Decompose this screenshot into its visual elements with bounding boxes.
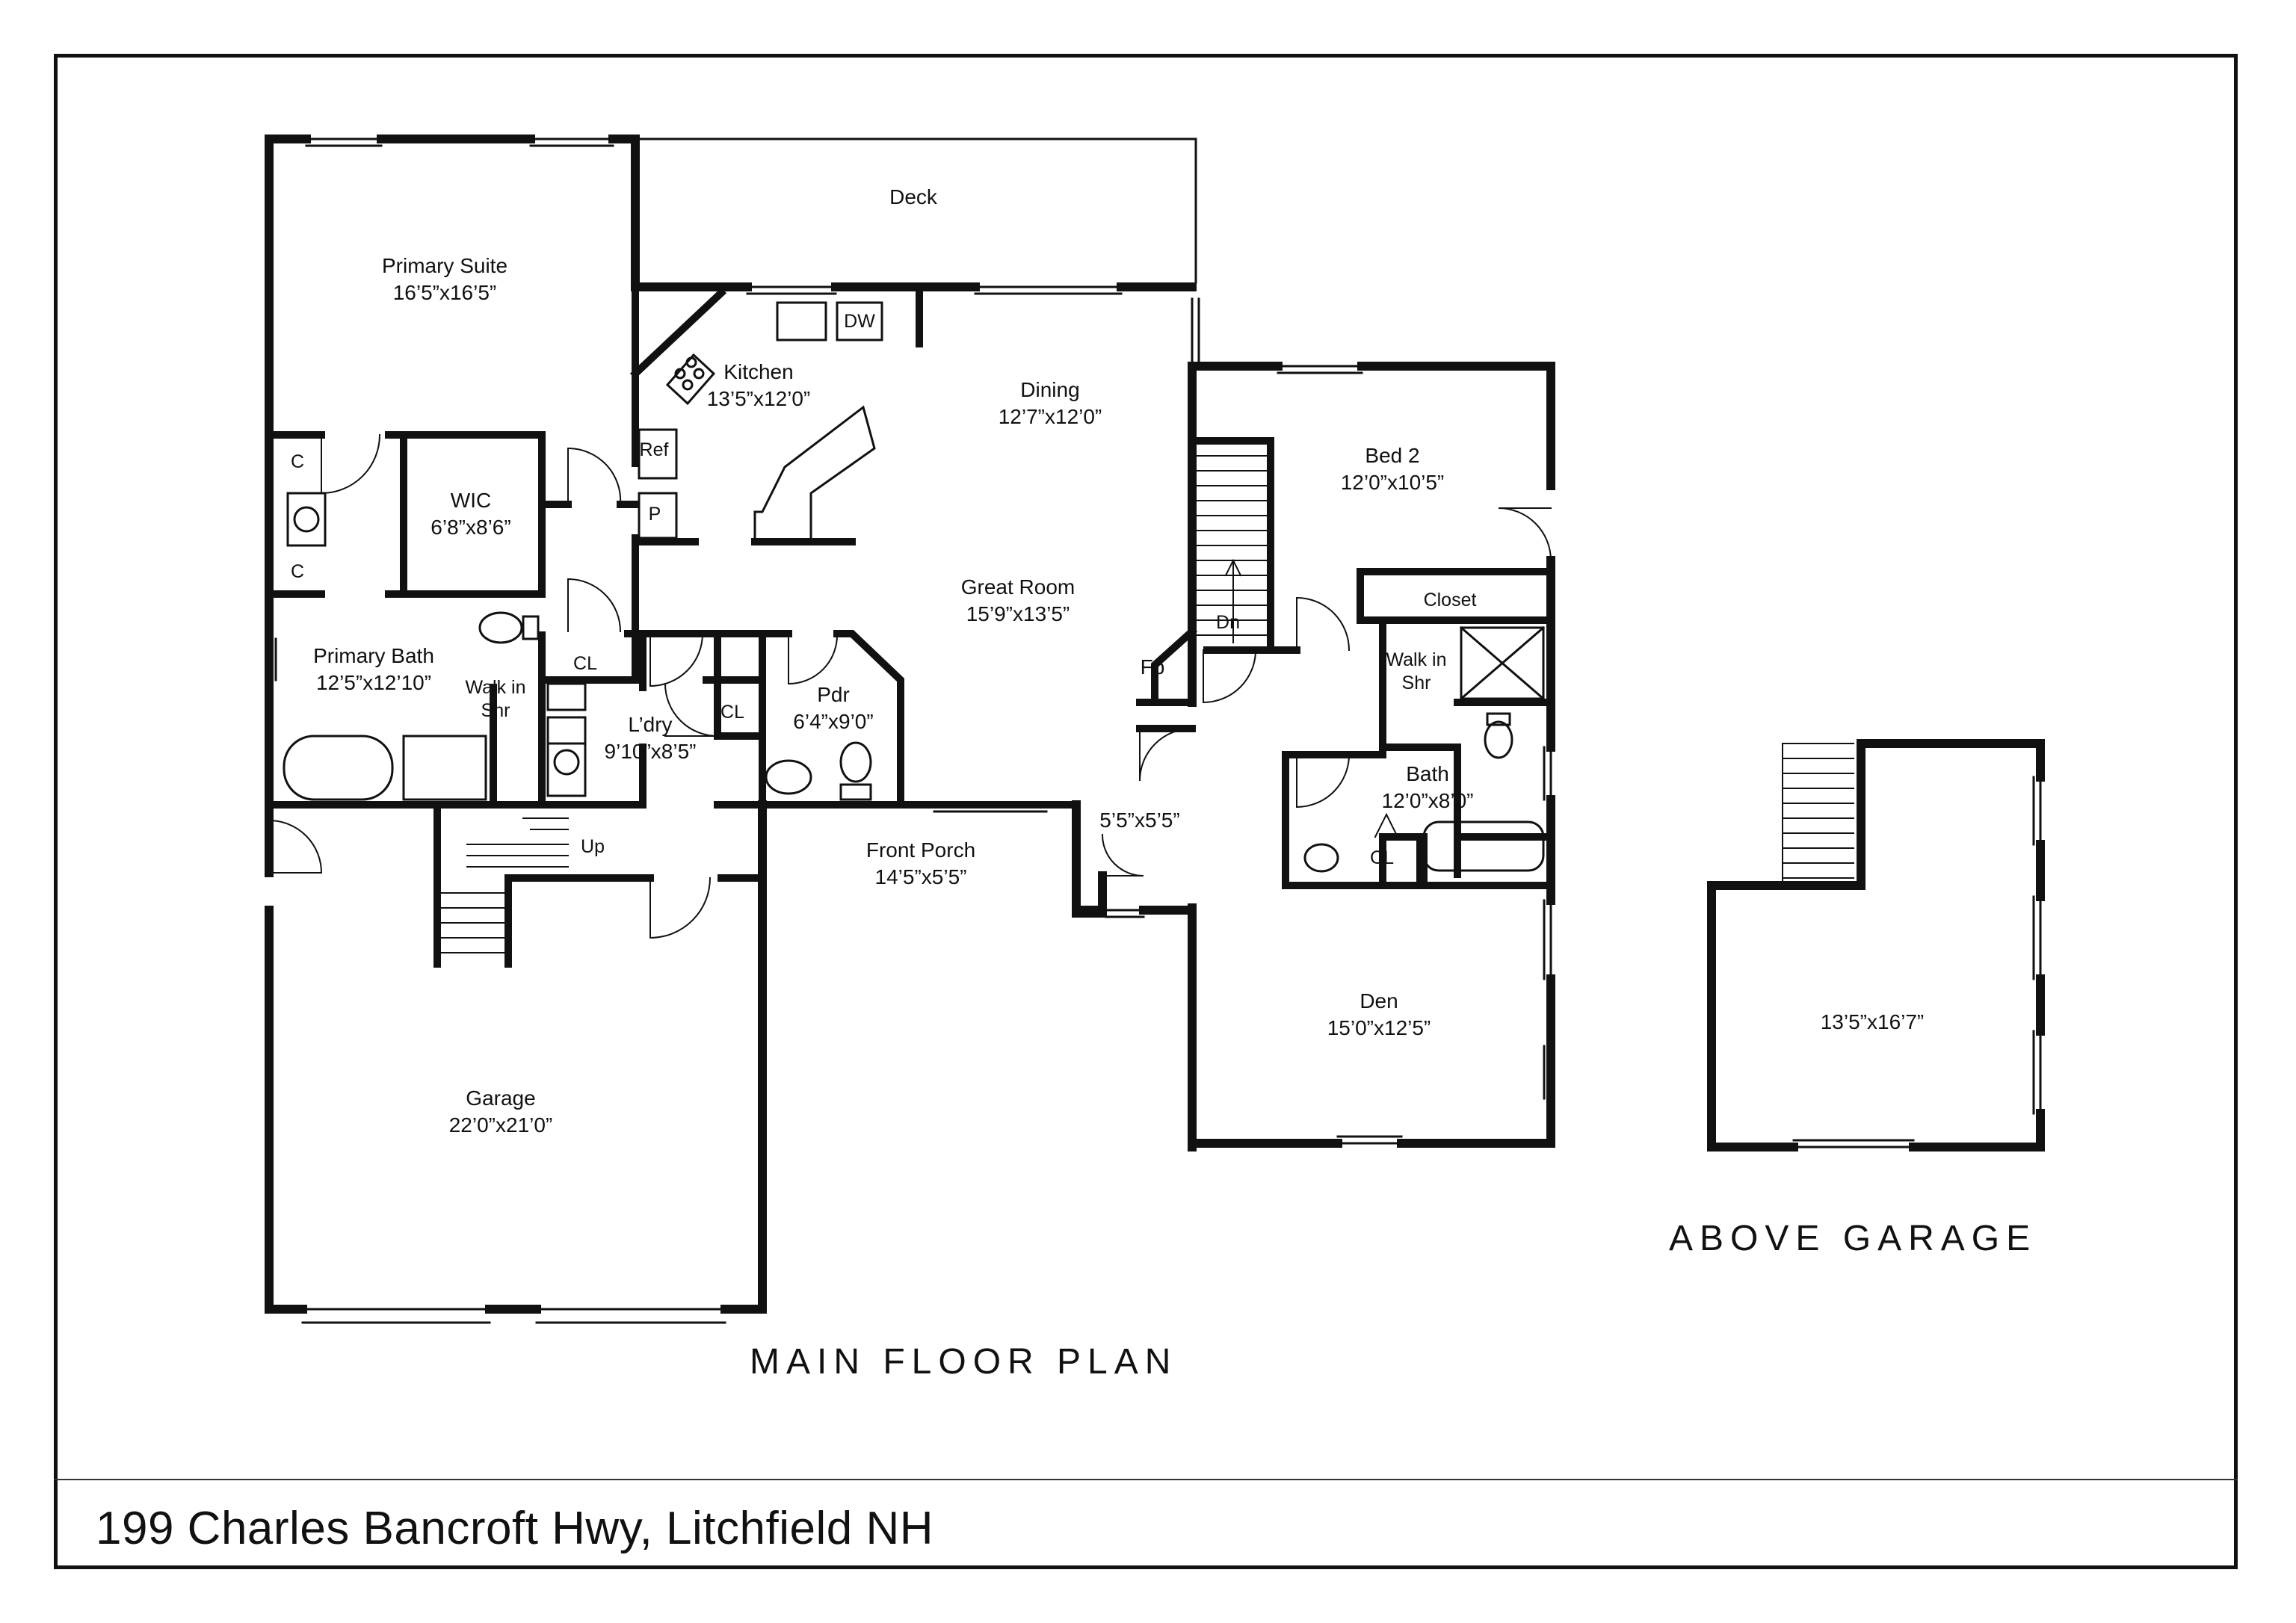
room-kitchen: Kitchen 13’5”x12’0” xyxy=(706,360,811,410)
room-laundry: L’dry 9’10”x8’5” xyxy=(604,713,697,763)
kitchen-sink-icon xyxy=(776,301,827,341)
room-great-room: Great Room 15’9”x13’5” xyxy=(960,575,1076,625)
label-pantry: P xyxy=(648,504,661,525)
caption-main-floor-plan: MAIN FLOOR PLAN xyxy=(750,1342,1178,1382)
bath-shower-icon xyxy=(1460,626,1545,700)
label-hall-closet: CL xyxy=(573,653,597,674)
room-wic: WIC 6’8”x8’6” xyxy=(430,489,511,539)
windows xyxy=(268,137,2042,1324)
toilet-icon xyxy=(478,611,523,644)
stair-treads xyxy=(440,455,1854,953)
label-stairs-up: Up xyxy=(581,836,605,857)
room-front-porch: Front Porch 14’5”x5’5” xyxy=(865,838,976,888)
label-fireplace: Fp xyxy=(1140,655,1165,678)
footer-divider xyxy=(54,1479,2238,1480)
room-dining: Dining 12’7”x12’0” xyxy=(998,378,1102,428)
label-refrigerator: Ref xyxy=(639,439,669,460)
stove-icon xyxy=(665,353,716,406)
bath-tub-icon xyxy=(1422,820,1545,872)
label-stairs-down: Dn xyxy=(1216,612,1240,633)
room-foyer: 5’5”x5’5” xyxy=(1099,809,1180,832)
label-closet-c2: C xyxy=(290,561,305,582)
bathtub-icon xyxy=(283,735,394,801)
room-bed-2: Bed 2 12’0”x10’5” xyxy=(1340,444,1445,494)
pdr-sink-icon xyxy=(765,759,812,795)
room-above-garage: 13’5”x16’7” xyxy=(1820,1010,1925,1033)
label-bed2-closet: Closet xyxy=(1423,590,1477,610)
page-frame xyxy=(54,54,2238,1569)
label-laundry-closet: CL xyxy=(720,702,744,723)
shower-icon xyxy=(402,735,487,801)
caption-above-garage: ABOVE GARAGE xyxy=(1669,1219,2037,1258)
label-bath-closet: CL xyxy=(1370,847,1394,868)
deck-outline xyxy=(634,137,1197,288)
room-deck: Deck xyxy=(889,185,937,208)
vanity-sink-icon xyxy=(286,492,327,547)
room-primary-bath: Primary Bath 12’5”x12’10” xyxy=(313,644,434,694)
label-primary-walkin-shower: Walk in Shr xyxy=(465,677,526,721)
room-garage: Garage 22’0”x21’0” xyxy=(448,1086,553,1137)
room-den: Den 15’0”x12’5” xyxy=(1327,989,1431,1039)
label-dishwasher: DW xyxy=(844,311,875,332)
exterior-walls xyxy=(265,135,2045,1314)
door-swings xyxy=(268,433,1552,939)
room-bath: Bath 12’0”x8’0” xyxy=(1381,762,1474,812)
pdr-toilet-icon xyxy=(839,741,872,783)
label-bath-walkin-shower: Walk in Shr xyxy=(1386,649,1447,693)
property-address: 199 Charles Bancroft Hwy, Litchfield NH xyxy=(96,1503,934,1554)
room-primary-suite: Primary Suite 16’5”x16’5” xyxy=(381,254,508,304)
fixtures xyxy=(283,301,1546,873)
label-closet-c1: C xyxy=(290,451,305,472)
room-powder: Pdr 6’4”x9’0” xyxy=(793,683,874,733)
